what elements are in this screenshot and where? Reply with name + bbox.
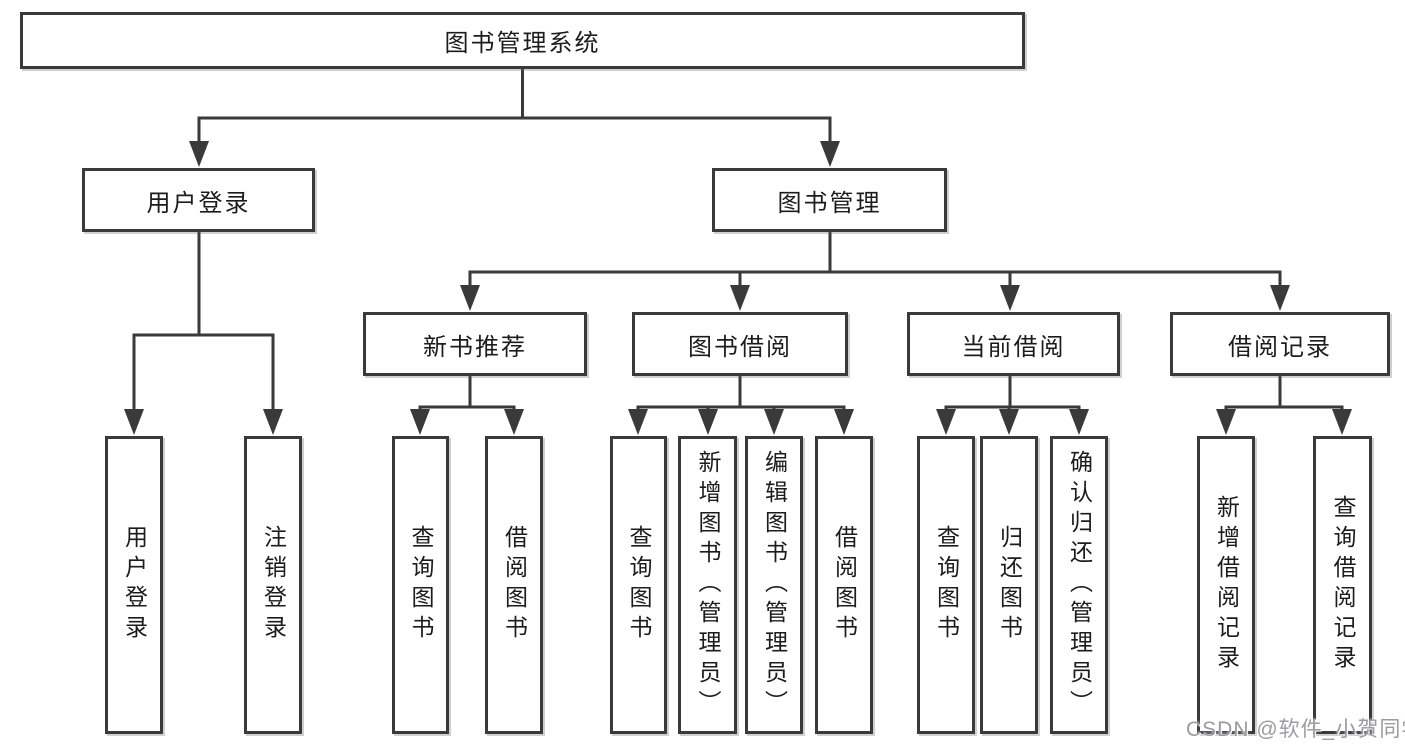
node-user-login: 用户登录 (82, 168, 315, 232)
leaf-query-books-current-label: 查询图书 (933, 525, 960, 645)
leaf-query-books-current: 查询图书 (917, 436, 975, 734)
node-book-management: 图书管理 (712, 168, 947, 232)
leaf-borrow-books-recommend-label: 借阅图书 (501, 525, 528, 645)
leaf-add-book-admin-label: 新增图书（管理员） (695, 450, 721, 720)
node-new-book-recommend: 新书推荐 (363, 312, 587, 376)
leaf-logout: 注销登录 (244, 436, 302, 734)
node-root-label: 图书管理系统 (444, 30, 601, 57)
leaf-query-books-recommend-label: 查询图书 (408, 525, 434, 645)
node-new-book-recommend-label: 新书推荐 (423, 333, 527, 361)
node-book-management-label: 图书管理 (777, 189, 882, 217)
node-root: 图书管理系统 (20, 12, 1025, 69)
node-current-borrow: 当前借阅 (907, 312, 1120, 376)
leaf-query-borrow-record-label: 查询借阅记录 (1330, 495, 1356, 675)
leaf-query-books-borrow: 查询图书 (610, 436, 667, 734)
leaf-return-books: 归还图书 (980, 436, 1038, 734)
leaf-user-login-label: 用户登录 (121, 525, 148, 645)
leaf-borrow-books-recommend: 借阅图书 (485, 436, 543, 734)
leaf-add-borrow-record-label: 新增借阅记录 (1213, 495, 1240, 675)
leaf-query-books-recommend: 查询图书 (392, 436, 449, 734)
csdn-watermark: CSDN @软件_小贺同学 (1186, 718, 1405, 741)
node-book-borrow-label: 图书借阅 (688, 333, 792, 361)
leaf-borrow-books: 借阅图书 (815, 436, 873, 734)
node-borrow-records: 借阅记录 (1170, 312, 1390, 376)
leaf-query-books-borrow-label: 查询图书 (626, 525, 652, 645)
leaf-edit-book-admin-label: 编辑图书（管理员） (761, 450, 788, 720)
leaf-return-books-label: 归还图书 (996, 525, 1023, 645)
leaf-add-borrow-record: 新增借阅记录 (1197, 436, 1255, 734)
node-user-login-label: 用户登录 (146, 189, 251, 217)
leaf-borrow-books-label: 借阅图书 (831, 525, 858, 645)
leaf-edit-book-admin: 编辑图书（管理员） (745, 436, 803, 734)
leaf-query-borrow-record: 查询借阅记录 (1313, 436, 1372, 734)
node-borrow-records-label: 借阅记录 (1228, 333, 1332, 361)
leaf-logout-label: 注销登录 (260, 525, 287, 645)
node-current-borrow-label: 当前借阅 (961, 333, 1066, 361)
leaf-add-book-admin: 新增图书（管理员） (678, 436, 737, 734)
leaf-confirm-return-admin: 确认归还（管理员） (1050, 436, 1108, 734)
leaf-user-login: 用户登录 (105, 436, 163, 734)
leaf-confirm-return-admin-label: 确认归还（管理员） (1066, 450, 1093, 720)
node-book-borrow: 图书借阅 (632, 312, 848, 376)
